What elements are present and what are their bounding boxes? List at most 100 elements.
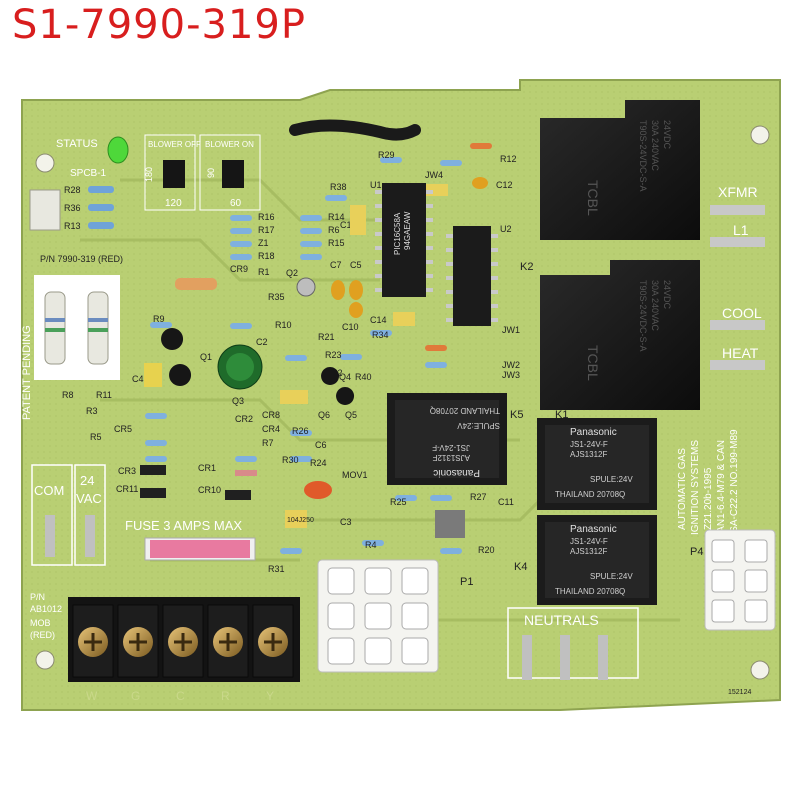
ref-c11: C11 (498, 497, 514, 507)
status-led (107, 136, 129, 164)
resistor-array-left (88, 186, 114, 229)
big-relay-k1-brand: TCBL (585, 180, 601, 216)
big-relay-k1 (540, 100, 700, 240)
ref-z1: Z1 (258, 238, 269, 248)
ref-r24: R24 (310, 458, 327, 468)
k5-text-1: THAILAND 20708Q (430, 406, 500, 415)
ref-cr5: CR5 (114, 424, 132, 434)
k4-spule: SPULE:24V (590, 572, 633, 581)
ic-u2-pins (446, 234, 498, 322)
k5-text-4: AJS1312F (433, 453, 470, 462)
ref-cr2: CR2 (235, 414, 253, 424)
cert-line-3: Z21.20b-1995 (703, 467, 714, 530)
k5-label: K5 (510, 409, 523, 421)
black-component (289, 119, 421, 141)
blower-on-value-1: 90 (206, 168, 216, 178)
ref-c4: C4 (132, 374, 144, 384)
spade-terminals-right (710, 205, 765, 370)
k1-brand: Panasonic (570, 427, 617, 438)
diodes (140, 465, 257, 500)
ref-r40: R40 (355, 372, 372, 382)
ref-r38: R38 (330, 182, 347, 192)
ref-q2: Q2 (286, 268, 298, 278)
pn2-line-3: MOB (30, 618, 51, 628)
terminal-y: Y (266, 689, 274, 703)
big-relay-k2-model: T90S-24VDC-S-A (638, 280, 648, 352)
small-relay-k4 (537, 515, 657, 605)
blower-on-value-2: 60 (230, 198, 242, 209)
part-number-label: P/N 7990-319 (RED) (40, 254, 123, 264)
k1-origin: THAILAND 20708Q (555, 490, 625, 499)
connector-p4-pins (711, 539, 768, 623)
pn2-line-4: (RED) (30, 630, 55, 640)
ref-cr10: CR10 (198, 485, 221, 495)
patent-pending-label: PATENT PENDING (21, 325, 33, 420)
ref-c14: C14 (370, 315, 387, 325)
k5-text-2: SPULE:24V (457, 421, 500, 430)
electrolytic-capacitor-top (226, 353, 254, 381)
ref-mov1: MOV1 (342, 470, 368, 480)
ref-r13: R13 (64, 221, 81, 231)
ref-c3: C3 (340, 517, 352, 527)
small-caps (280, 177, 488, 404)
connector-p4-label: P4 (690, 546, 703, 558)
ic-u1 (382, 183, 426, 297)
ref-u1: U1 (370, 180, 382, 190)
big-relay-k2-label: K2 (520, 261, 533, 273)
blower-off-box (144, 134, 196, 211)
xfmr-label: XFMR (718, 184, 758, 200)
cert-line-2: IGNITION SYSTEMS (690, 440, 701, 535)
ref-cr11: CR11 (116, 484, 138, 494)
ref-r25: R25 (390, 497, 407, 507)
terminal-g: G (131, 689, 140, 703)
ref-r36: R36 (64, 203, 81, 213)
small-relay-k1 (537, 418, 657, 510)
k4-model: JS1-24V-F (570, 537, 608, 546)
ref-jw4: JW4 (425, 170, 443, 180)
terminal-screws (72, 604, 294, 678)
ic-u2 (453, 226, 491, 326)
ref-jw1: JW1 (502, 325, 520, 335)
ic-u1-label-2: 94GAEAW (403, 211, 412, 250)
ref-cr8: CR8 (262, 410, 280, 420)
big-relay-k2-rating: 30A 240VAC (650, 280, 660, 331)
l1-label: L1 (733, 222, 749, 238)
k4-origin: THAILAND 20708Q (555, 587, 625, 596)
neutrals-label: NEUTRALS (524, 612, 599, 628)
k4-part: AJS1312F (570, 547, 607, 556)
product-title: S1-7990-319P (12, 2, 306, 48)
com-spade (45, 515, 55, 557)
pn2-line-2: AB1012 (30, 604, 62, 614)
resistor-bands (45, 318, 108, 332)
ref-cr3: CR3 (118, 466, 136, 476)
ref-r34: R34 (372, 330, 389, 340)
big-relay-k1-model: T90S-24VDC-S-A (638, 120, 648, 192)
ref-r4: R4 (365, 540, 377, 550)
mounting-hole (750, 660, 770, 680)
ref-c5: C5 (350, 260, 362, 270)
neutral-spades (522, 635, 608, 680)
ref-jw3: JW3 (502, 370, 520, 380)
ref-r26: R26 (292, 426, 309, 436)
terminal-w: W (86, 689, 98, 703)
spcb-label: SPCB-1 (70, 168, 107, 179)
ref-c6: C6 (315, 440, 327, 450)
ref-q5: Q5 (345, 410, 357, 420)
terminal-c: C (176, 689, 185, 703)
mounting-hole (35, 650, 55, 670)
ref-r9: R9 (153, 314, 165, 324)
mounting-hole (750, 125, 770, 145)
fuse-label: FUSE 3 AMPS MAX (125, 518, 242, 533)
ref-r20: R20 (478, 545, 495, 555)
ref-u2: U2 (500, 224, 512, 234)
terminal-r: R (221, 689, 230, 703)
big-relay-k1-rating: 30A 240VAC (650, 120, 660, 171)
ref-r31: R31 (268, 564, 285, 574)
connector-p1-pins (327, 567, 429, 665)
transistors (161, 328, 355, 405)
ref-q6: Q6 (318, 410, 330, 420)
ref-r23: R23 (325, 350, 342, 360)
ref-r16: R16 (258, 212, 275, 222)
ref-r27: R27 (470, 492, 487, 502)
neutrals-box (507, 607, 639, 679)
